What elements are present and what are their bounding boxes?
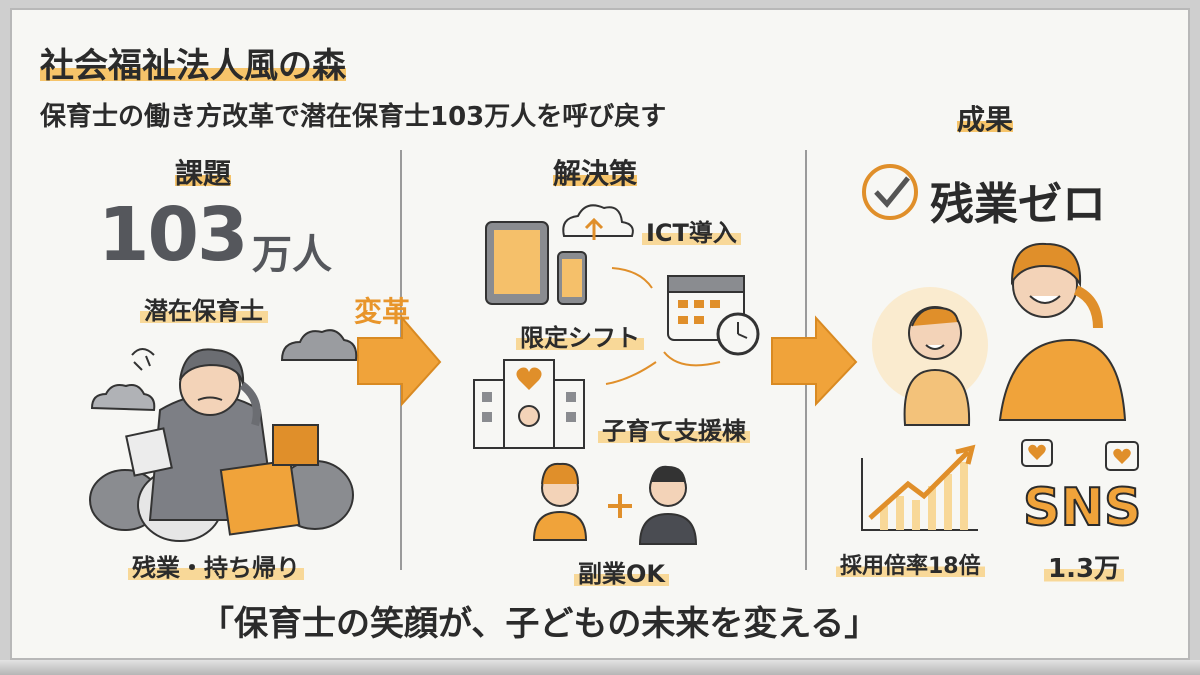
solution-ict: ICT導入 [642, 213, 741, 248]
flow-arrow [611, 267, 653, 289]
cloud-upload-icon [562, 204, 634, 240]
page-title-text: 社会福祉法人風の森 [40, 46, 346, 86]
solution-childcare-building: 子育て支援棟 [598, 411, 750, 446]
results-headline: 残業ゼロ [930, 179, 1106, 230]
solution-limited-shift: 限定シフト [516, 318, 644, 353]
challenge-big-number: 103 [98, 192, 248, 278]
challenge-caption: 残業・持ち帰り [128, 548, 304, 583]
flow-arrow [605, 361, 657, 385]
arrow-transform-icon [357, 315, 442, 407]
arrow-results-icon [771, 315, 858, 407]
growth-chart-icon [861, 444, 978, 531]
challenge-big-unit: 万人 [252, 232, 332, 278]
challenge-label: 潜在保育士 [140, 291, 268, 326]
solution-side-job: 副業OK [574, 554, 669, 589]
caregiver-with-baby-illustration [872, 242, 1127, 426]
challenge-heading: 課題 [175, 157, 232, 190]
plus-icon [608, 494, 632, 518]
tablet-icon [485, 221, 549, 305]
flow-arrow [663, 351, 721, 367]
results-sns-value: 1.3万 [1044, 548, 1125, 585]
check-circle-icon [862, 164, 918, 220]
transform-label: 変革 [354, 295, 411, 328]
board-tray [0, 660, 1200, 675]
cloud-icon [90, 329, 358, 412]
worker-woman-icon [532, 462, 588, 541]
childcare-building-icon [473, 359, 585, 449]
results-heading: 成果 [957, 103, 1014, 136]
page-subtitle: 保育士の働き方改革で潜在保育士103万人を呼び戻す [40, 102, 667, 132]
results-sns-text: SNS [1022, 477, 1142, 539]
stressed-caregiver-illustration [89, 348, 354, 542]
smartphone-icon [557, 251, 587, 305]
results-metric-hiring: 採用倍率18倍 [836, 548, 985, 580]
solutions-heading: 解決策 [553, 157, 638, 190]
slogan: 「保育士の笑顔が、子どもの未来を変える」 [200, 604, 879, 644]
clock-icon [716, 312, 760, 356]
heart-bubble-icon [1021, 439, 1139, 471]
page-title: 社会福祉法人風の森 [40, 38, 346, 87]
worker-man-icon [638, 465, 698, 545]
